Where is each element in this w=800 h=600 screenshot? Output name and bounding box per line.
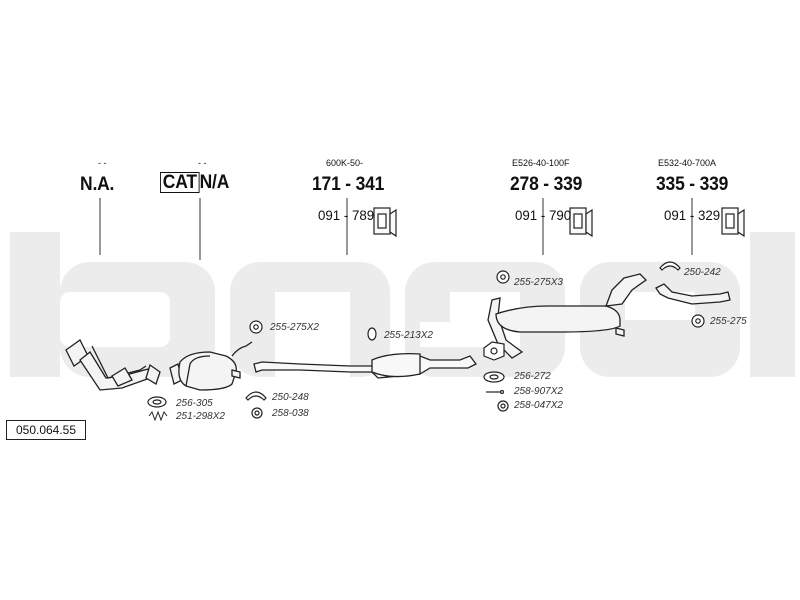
section-4-title: 278 - 339 bbox=[510, 174, 583, 195]
mounting-kit-icon-3 bbox=[721, 207, 745, 238]
part-label: 255-275X2 bbox=[270, 322, 319, 333]
part-label: 256-305 bbox=[176, 398, 213, 409]
section-2-tiny: - - bbox=[198, 158, 207, 168]
section-4-tiny: E526-40-100F bbox=[512, 158, 570, 168]
hanger-rubber-4 bbox=[691, 314, 705, 328]
section-5-tiny: E532-40-700A bbox=[658, 158, 717, 168]
bolt-part bbox=[251, 407, 263, 419]
part-label: 258-907X2 bbox=[514, 386, 563, 397]
front-pipe bbox=[65, 339, 161, 391]
section-3-ref: 091 - 789 bbox=[318, 207, 375, 223]
catalytic-converter bbox=[169, 341, 253, 391]
part-label: 258-047X2 bbox=[514, 400, 563, 411]
leader-lines bbox=[99, 198, 693, 260]
part-label: 255-213X2 bbox=[384, 330, 433, 341]
nut-part bbox=[497, 400, 509, 412]
mounting-kit-icon-2 bbox=[569, 207, 593, 238]
part-label: 255-275 bbox=[710, 316, 747, 327]
section-1-tiny: - - bbox=[98, 158, 107, 168]
gasket-part-2 bbox=[483, 371, 505, 383]
part-label: 250-248 bbox=[272, 392, 309, 403]
section-5-title: 335 - 339 bbox=[656, 174, 729, 195]
section-5-ref: 091 - 329 bbox=[664, 207, 721, 223]
diagram-code: 050.064.55 bbox=[6, 420, 86, 440]
hanger-rubber-1 bbox=[249, 320, 263, 334]
hanger-rubber-2 bbox=[367, 327, 377, 341]
clamp-part-2 bbox=[659, 261, 681, 271]
part-label: 250-242 bbox=[684, 267, 721, 278]
section-3-tiny: 600K-50- bbox=[326, 158, 364, 168]
section-4-ref: 091 - 790 bbox=[515, 207, 572, 223]
gasket-part bbox=[147, 396, 167, 408]
spring-part bbox=[148, 410, 168, 422]
part-label: 256-272 bbox=[514, 371, 551, 382]
part-label: 251-298X2 bbox=[176, 411, 225, 422]
centre-pipe bbox=[253, 352, 477, 379]
section-1-title: N.A. bbox=[80, 174, 115, 195]
section-2-title-rest: N/A bbox=[199, 172, 230, 193]
part-label: 255-275X3 bbox=[514, 277, 563, 288]
flange-part bbox=[483, 341, 505, 361]
section-3-title: 171 - 341 bbox=[312, 174, 385, 195]
bolt-part-2 bbox=[486, 389, 505, 395]
mounting-kit-icon-1 bbox=[373, 207, 397, 238]
tail-pipe bbox=[655, 283, 731, 305]
clamp-part bbox=[245, 391, 267, 401]
hanger-rubber-3 bbox=[496, 270, 510, 284]
rear-silencer bbox=[487, 273, 648, 359]
part-label: 258-038 bbox=[272, 408, 309, 419]
cat-badge: CAT bbox=[160, 172, 200, 193]
